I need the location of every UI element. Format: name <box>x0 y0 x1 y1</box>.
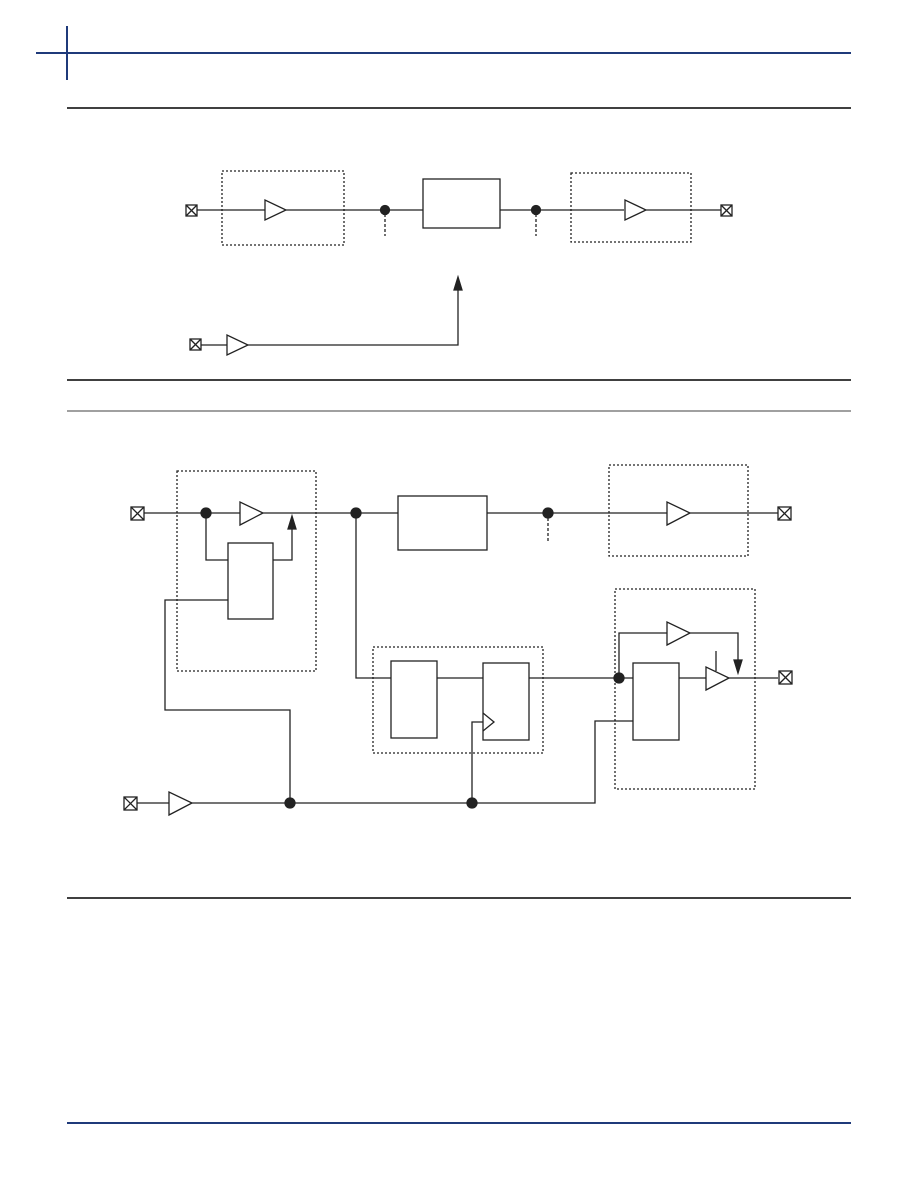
junction-node-1 <box>379 204 391 216</box>
junction-output-node <box>542 507 554 519</box>
clock-buffer-icon <box>168 790 194 817</box>
feedback-buffer-icon <box>666 620 692 647</box>
wire-latch-to-arrow <box>273 527 293 561</box>
wire-feedback-to-enable <box>690 632 739 662</box>
internal-latch-block <box>390 660 438 739</box>
input-buffer-icon <box>264 198 288 222</box>
input-latch-block <box>227 542 274 620</box>
io-pad-bidir-lower <box>778 670 793 685</box>
output-buffer-icon <box>624 198 648 222</box>
control-arrow-icon <box>453 274 463 291</box>
wire-latch-clock <box>164 599 291 803</box>
internal-register-cell-boundary <box>372 646 544 754</box>
figure-lower <box>123 464 793 817</box>
figure-upper <box>185 170 733 357</box>
latch-enable-arrow-icon <box>287 513 297 530</box>
flipflop-clock-notch-icon <box>482 712 496 732</box>
core-logic-block <box>422 178 501 229</box>
junction-input-node <box>200 507 212 519</box>
wire-control-to-core <box>248 287 459 346</box>
output-cell-boundary-lower <box>608 464 749 557</box>
page-header-accent <box>36 26 851 80</box>
io-pad-clock-lower <box>123 796 138 811</box>
control-buffer-icon <box>226 333 250 357</box>
wire-clock-to-output-register <box>472 720 633 804</box>
io-pad-output-lower <box>777 506 792 521</box>
input-register-cell-boundary <box>176 470 317 672</box>
junction-clock-node-2 <box>466 797 478 809</box>
section-rules <box>67 107 851 899</box>
wire-clock-to-flipflop <box>471 721 483 803</box>
wire-core-node-down <box>355 513 391 679</box>
io-pad-control-upper <box>189 338 202 351</box>
core-logic-block-lower <box>397 495 488 551</box>
io-pad-input-lower <box>130 506 145 521</box>
junction-clock-node-1 <box>284 797 296 809</box>
input-cell-boundary <box>221 170 345 246</box>
output-buffer-lower-icon <box>666 500 692 527</box>
wire-bidir-feedback <box>618 632 667 678</box>
input-buffer-lower-icon <box>239 500 265 527</box>
io-pad-output-upper <box>720 204 733 217</box>
internal-flipflop-block <box>482 662 530 741</box>
output-cell-boundary <box>570 172 692 243</box>
bidirectional-cell-boundary <box>614 588 756 790</box>
enable-arrow-icon <box>733 659 743 676</box>
io-pad-input-upper <box>185 204 198 217</box>
junction-node-2 <box>530 204 542 216</box>
tristate-buffer-icon <box>705 665 731 692</box>
output-register-block <box>632 662 680 741</box>
wire-node-to-latch <box>205 518 228 561</box>
